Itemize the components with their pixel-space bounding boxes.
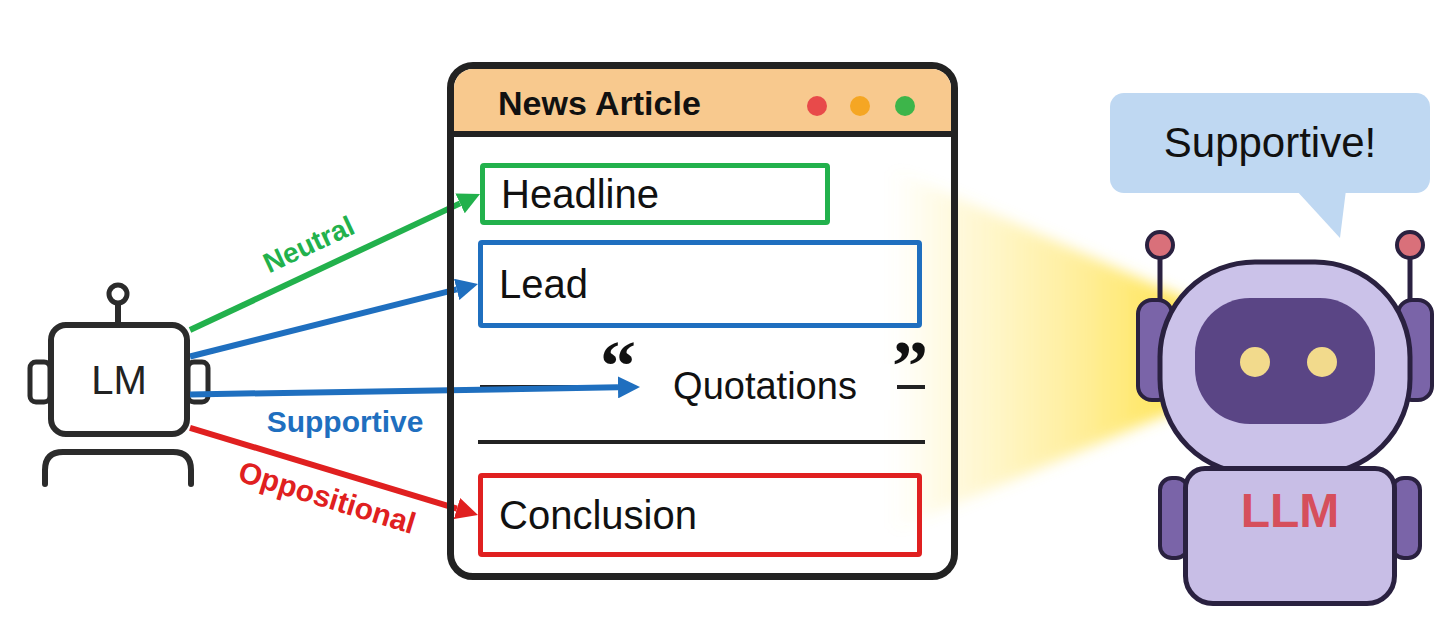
edge-label: Supportive — [267, 405, 424, 440]
robot-eye — [1307, 347, 1337, 377]
text-line — [478, 440, 925, 444]
box-label: Headline — [501, 171, 659, 217]
antenna-ball — [109, 285, 127, 303]
speech-bubble: Supportive! — [1110, 93, 1430, 193]
quote-mark: “ — [600, 330, 636, 402]
robot-head-box: LM — [48, 322, 190, 437]
antenna-stem — [115, 303, 121, 324]
quote-mark: ” — [892, 330, 928, 402]
conclusion-box: Conclusion — [478, 473, 922, 557]
window-title: News Article — [454, 69, 951, 137]
robot-shoulders — [45, 452, 191, 484]
window-dot — [807, 96, 827, 116]
antenna-ball — [1397, 232, 1423, 258]
quotation-text: Quotations — [640, 364, 890, 410]
robot-visor — [1195, 298, 1375, 424]
lead-box: Lead — [478, 240, 922, 328]
light-beam — [890, 168, 1200, 532]
arrow-connector — [190, 203, 460, 330]
edge-label: Neutral — [258, 210, 359, 280]
box-label: Lead — [499, 261, 588, 307]
bubble-tail — [1296, 190, 1346, 238]
headline-box: Headline — [480, 163, 830, 225]
box-label: Quotations — [673, 365, 857, 409]
window-dot — [850, 96, 870, 116]
robot-label: LM — [91, 357, 147, 403]
article-window: News ArticleHeadlineLeadQuotationsConclu… — [447, 62, 958, 580]
lm-robot — [30, 285, 208, 484]
bubble-text: Supportive! — [1164, 119, 1376, 167]
box-label: Conclusion — [499, 492, 697, 538]
edge-label: Oppositional — [234, 455, 419, 542]
robot-ear — [30, 362, 50, 402]
robot-head — [1160, 262, 1410, 474]
antenna-ball — [1147, 232, 1173, 258]
arrow-connector — [190, 289, 457, 356]
robot-eye — [1240, 347, 1270, 377]
window-dot — [895, 96, 915, 116]
robot-body: LLM — [1183, 466, 1397, 606]
robot-label: LLM — [1241, 483, 1340, 538]
arrow-connector — [190, 387, 618, 394]
